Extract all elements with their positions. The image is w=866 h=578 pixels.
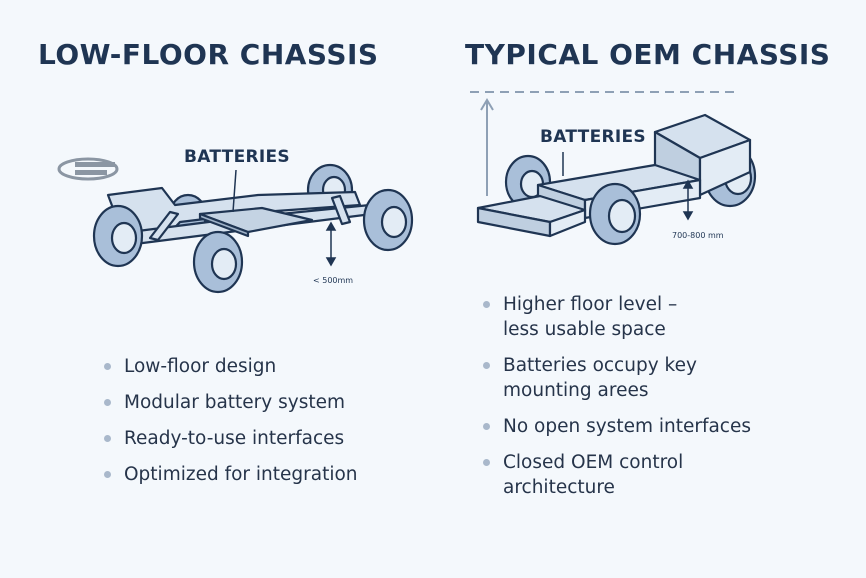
list-item: Modular battery system (104, 390, 358, 415)
list-item: Higher floor level – less usable space (483, 292, 823, 342)
right-feature-list: Higher floor level – less usable space B… (483, 292, 823, 511)
list-item: No open system interfaces (483, 414, 823, 439)
list-item: Ready-to-use interfaces (104, 426, 358, 451)
left-title: LOW-FLOOR CHASSIS (38, 38, 379, 71)
left-chassis (92, 163, 414, 294)
right-height-label: 700-800 mm (672, 231, 724, 240)
left-feature-list: Low-floor design Modular battery system … (104, 354, 358, 498)
list-item: Optimized for integration (104, 462, 358, 487)
right-batteries-label: BATTERIES (540, 127, 646, 147)
left-batteries-label: BATTERIES (184, 147, 290, 167)
list-item: Closed OEM control architecture (483, 450, 823, 500)
left-height-arrow (325, 221, 337, 267)
left-logo-icon (57, 157, 119, 181)
right-title: TYPICAL OEM CHASSIS (465, 38, 831, 71)
right-chassis (476, 113, 757, 246)
right-height-guide (470, 91, 740, 196)
right-height-arrow (682, 179, 694, 221)
left-height-label: < 500mm (313, 276, 354, 285)
list-item: Batteries occupy key mounting arees (483, 353, 823, 403)
list-item: Low-floor design (104, 354, 358, 379)
